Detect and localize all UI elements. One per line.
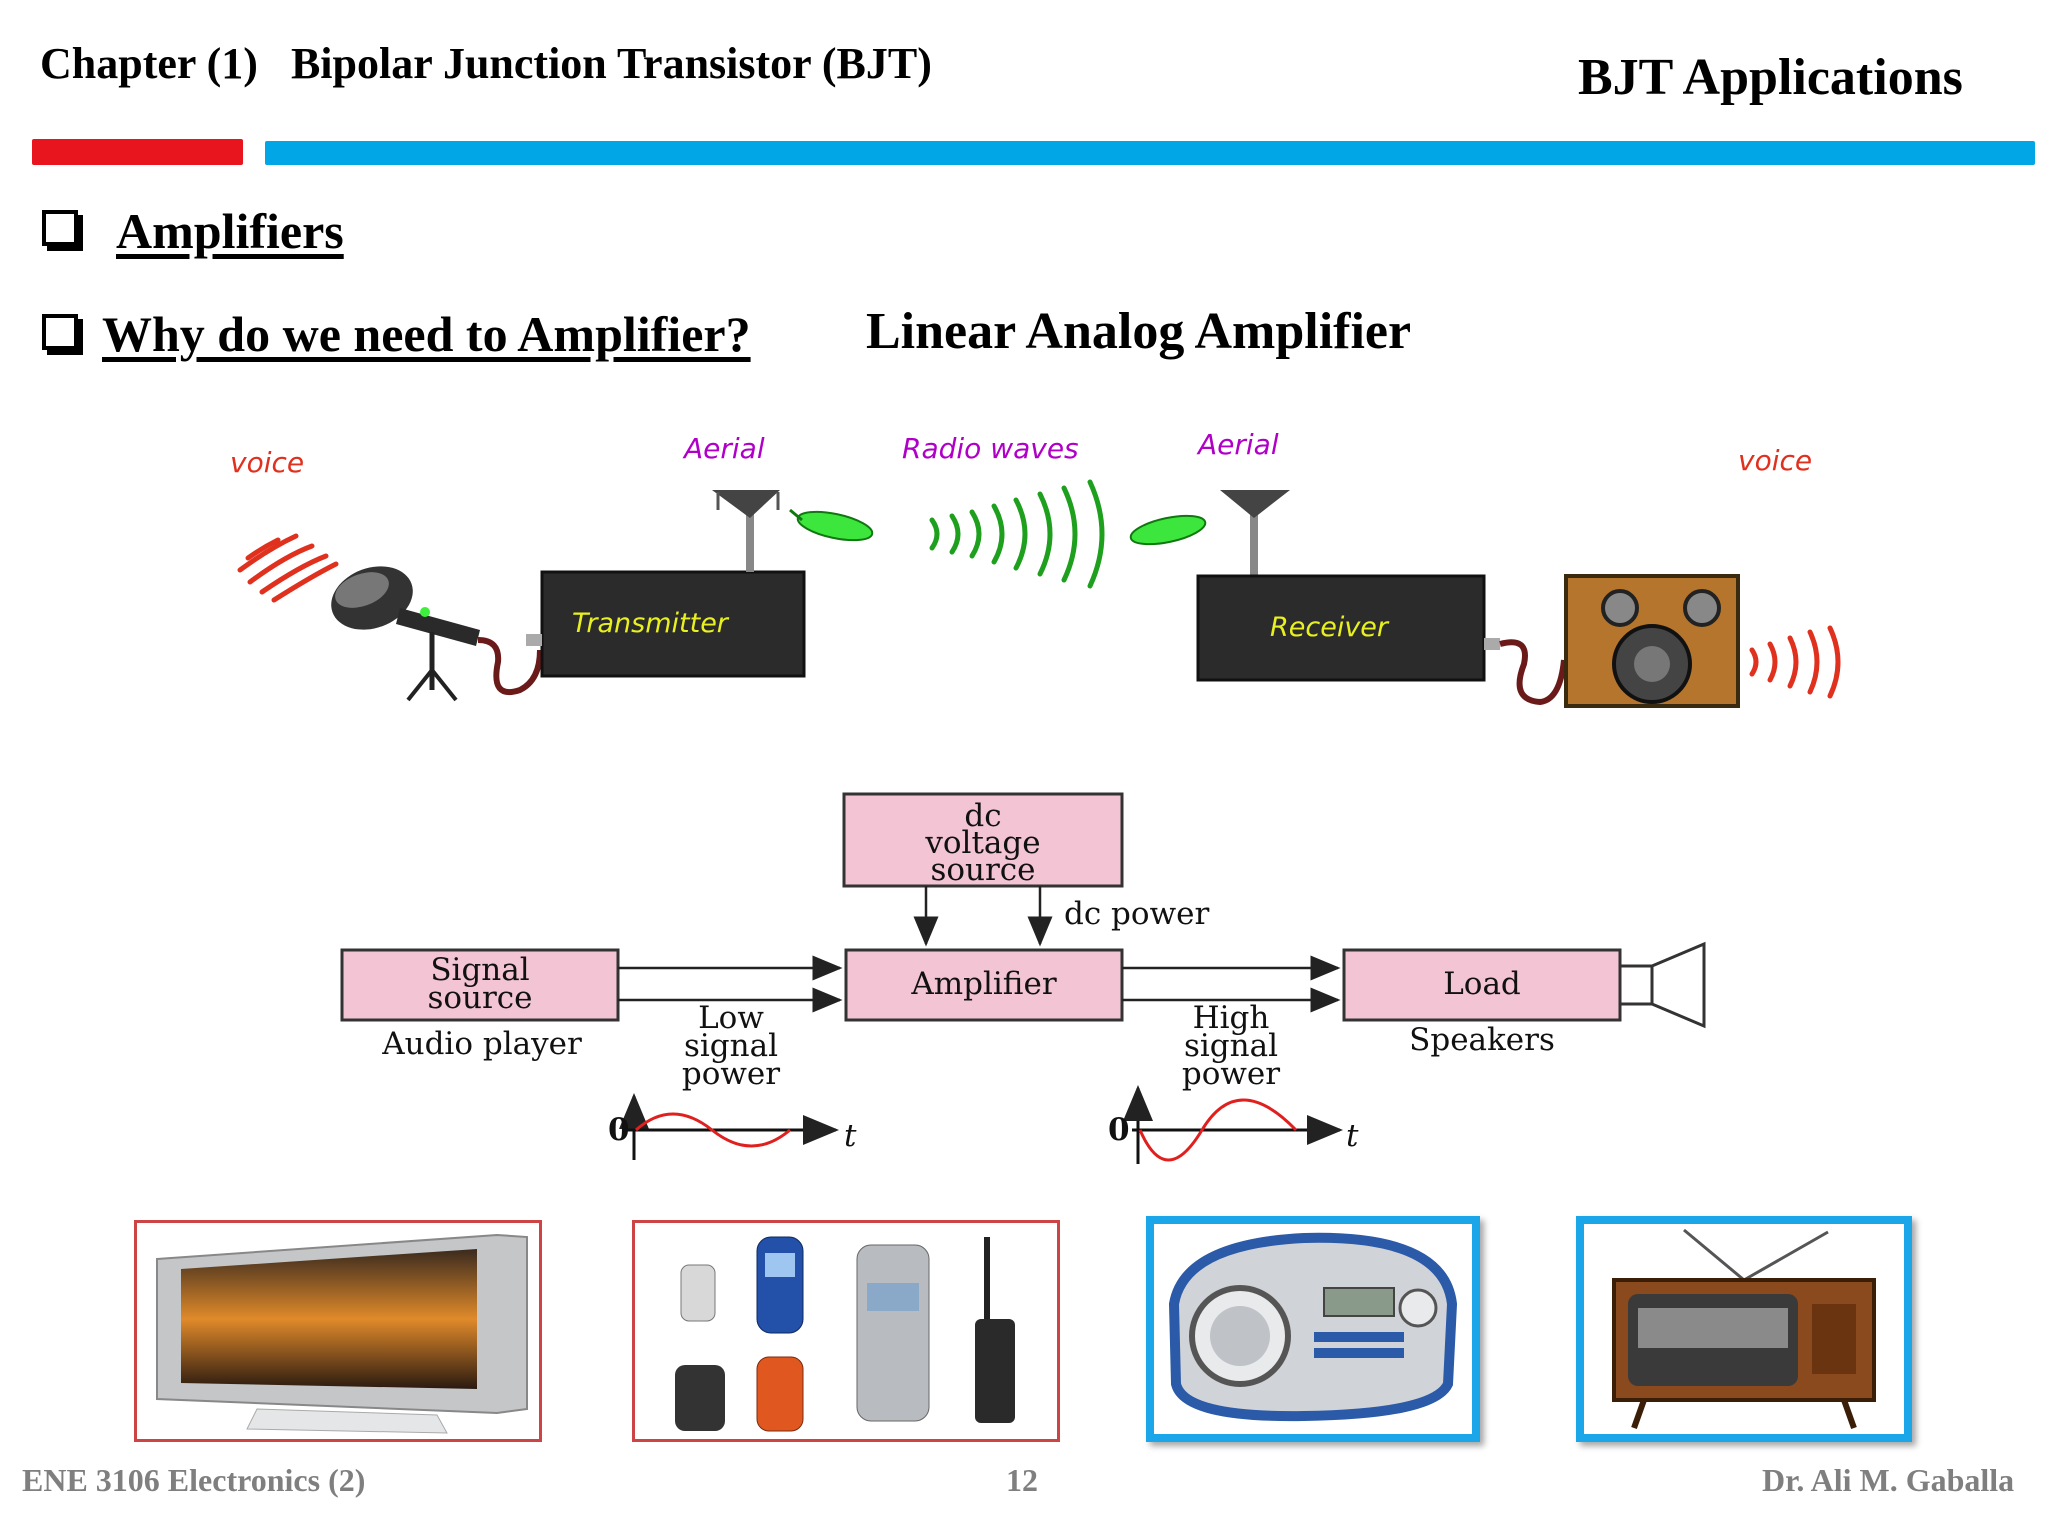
low-power-line-1: Low (698, 1000, 764, 1036)
radio-transmission-diagram (237, 479, 1841, 708)
bullet-why-amplifier: Why do we need to Amplifier? (102, 306, 751, 362)
retro-tv-image-frame (1576, 1216, 1912, 1442)
load-label: Load (1443, 966, 1521, 1002)
radio-waves-label: Radio waves (902, 432, 1079, 465)
amplifier-block (844, 948, 1124, 1022)
receiver-label: Receiver (1270, 612, 1389, 643)
footer-course: ENE 3106 Electronics (2) (22, 1462, 366, 1498)
amplifier-label: Amplifier (910, 966, 1056, 1002)
signal-source-line-1: Signal (430, 952, 529, 988)
amplifier-block-diagram: dc voltage source dc power Signal source… (340, 792, 1706, 1164)
aerial-right-label: Aerial (1198, 428, 1279, 461)
checkbox-bullet-icon (42, 210, 78, 246)
signal-source-line-2: source (427, 980, 532, 1016)
section-title: BJT Applications (1578, 49, 1963, 106)
aerial-left-label: Aerial (684, 432, 765, 465)
dc-source-line-3: source (930, 852, 1035, 888)
high-power-line-2: signal (1184, 1028, 1278, 1064)
phones-radios-icon (675, 1236, 1015, 1432)
axis-zero-low: 0 (608, 1112, 630, 1148)
phones-radios-image-frame (632, 1220, 1060, 1442)
dc-source-line-2: voltage (924, 825, 1040, 861)
microphone-icon (331, 566, 543, 702)
voice-waves-right-icon (1749, 625, 1841, 699)
loudspeaker-icon (1618, 941, 1706, 1029)
flat-tv-icon (156, 1233, 528, 1434)
portable-radio-image-frame (1146, 1216, 1480, 1442)
checkbox-bullet-icon (42, 314, 78, 350)
speaker-icon (1564, 574, 1740, 708)
high-power-line-3: power (1182, 1056, 1280, 1092)
accent-bar-red (32, 139, 243, 165)
linear-analog-amplifier-heading: Linear Analog Amplifier (866, 303, 1412, 360)
axis-zero-high: 0 (1108, 1112, 1130, 1148)
chapter-title: Bipolar Junction Transistor (BJT) (290, 39, 932, 88)
audio-player-label: Audio player (381, 1026, 582, 1062)
transmitter-box (540, 570, 806, 678)
chapter-label: Chapter (1) (40, 39, 258, 88)
low-power-line-2: signal (684, 1028, 778, 1064)
low-signal-waveform (619, 1093, 839, 1160)
radio-waves-icon (929, 479, 1105, 589)
accent-bar-blue (265, 141, 2035, 165)
receiver-box (1196, 574, 1486, 682)
speakers-label: Speakers (1409, 1022, 1555, 1058)
high-power-line-1: High (1193, 1000, 1270, 1036)
tv-flatscreen-image-frame (134, 1220, 542, 1442)
low-power-line-3: power (682, 1056, 780, 1092)
high-signal-waveform (1123, 1085, 1343, 1164)
chapter-heading: Chapter (1) Bipolar Junction Transistor … (40, 38, 932, 89)
retro-tv-icon (1612, 1228, 1876, 1430)
aerial-left-icon (712, 490, 874, 572)
voice-right-label: voice (1738, 444, 1813, 477)
footer-page-number: 12 (1006, 1462, 1038, 1498)
portable-radio-icon (1168, 1232, 1458, 1422)
bullet-amplifiers: Amplifiers (116, 203, 344, 259)
axis-t-low: t (844, 1118, 857, 1154)
footer-author: Dr. Ali M. Gaballa (1762, 1462, 2015, 1498)
dc-source-block (842, 792, 1124, 888)
voice-waves-left-icon (237, 533, 339, 603)
load-block (1342, 948, 1622, 1022)
signal-source-block (340, 948, 620, 1022)
transmitter-label: Transmitter (572, 608, 728, 639)
voice-left-label: voice (230, 446, 305, 479)
aerial-right-icon (1129, 490, 1290, 576)
axis-t-high: t (1346, 1118, 1359, 1154)
dc-power-label: dc power (1064, 896, 1209, 932)
dc-source-line-1: dc (964, 798, 1001, 834)
